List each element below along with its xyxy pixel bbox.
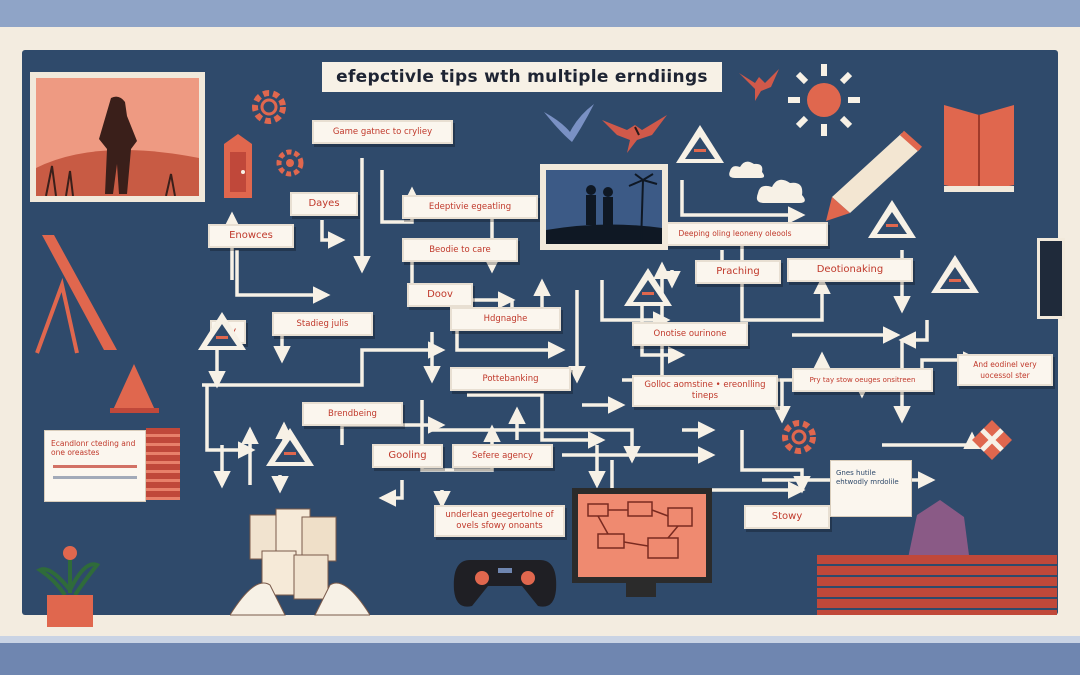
scene-screen xyxy=(540,164,668,250)
rock-icon xyxy=(907,500,970,563)
book-icon xyxy=(944,105,1014,192)
slide-icon xyxy=(35,235,117,354)
bottom-band-light xyxy=(0,636,1080,645)
gear-icon xyxy=(252,90,286,124)
node-onotise: Onotise ourinone xyxy=(632,322,748,346)
node-hdgna: Hdgnaghe xyxy=(450,307,561,331)
door-icon xyxy=(224,134,252,198)
pencil-icon xyxy=(826,130,922,221)
cloud-icon xyxy=(756,179,805,203)
top-band xyxy=(0,0,1080,27)
node-pry: Pry tay stow oeuges onsitreen xyxy=(792,368,933,392)
bottom-band xyxy=(0,643,1080,675)
dragon-icon xyxy=(602,115,667,153)
gamepad-icon xyxy=(453,560,557,607)
node-dayes: Dayes xyxy=(290,192,358,216)
gear-icon xyxy=(782,420,816,454)
open-book: Gnes hutile ehtwodly mrdolile xyxy=(830,460,912,517)
brick-wall xyxy=(817,555,1057,615)
info-card-text: Ecandlonr cteding and one oreastes xyxy=(51,439,136,457)
plant-icon xyxy=(36,546,101,627)
bird-icon xyxy=(544,104,594,142)
node-stading: Stadieg julis xyxy=(272,312,373,336)
dragon-icon xyxy=(739,69,779,101)
phone-icon xyxy=(1037,238,1065,319)
node-stowy: Stowy xyxy=(744,505,830,529)
branching-paths-board: efepctivle tips wth multiple erndiings G… xyxy=(22,50,1065,615)
silhouette-picture xyxy=(30,72,205,202)
node-praching: Praching xyxy=(695,260,781,284)
node-underlen: underlean geegertolne of ovels sfowy ono… xyxy=(434,505,565,537)
couple-silhouette-icon xyxy=(546,170,662,245)
node-gooling: Gooling xyxy=(372,444,443,468)
monitor-stand xyxy=(626,583,656,597)
node-and: And eodinel very uocessol ster xyxy=(957,354,1053,386)
gear-icon xyxy=(276,149,304,177)
node-beode: Beodie to care xyxy=(402,238,518,262)
warrior-silhouette-icon xyxy=(36,78,199,197)
node-edeptive: Edeptivie egeatling xyxy=(402,195,538,219)
pawn-icon xyxy=(110,364,159,413)
info-card: Ecandlonr cteding and one oreastes xyxy=(44,430,146,502)
node-doov: Doov xyxy=(407,283,473,307)
close-icon xyxy=(972,420,1012,460)
node-deotionaking: Deotionaking xyxy=(787,258,913,282)
node-brendbeing: Brendbeing xyxy=(302,402,403,426)
flowchart-monitor xyxy=(572,488,712,583)
node-game-genre: Game gatnec to cryliey xyxy=(312,120,453,144)
sun-icon xyxy=(788,64,860,136)
open-book-text: Gnes hutile ehtwodly mrdolile xyxy=(836,469,899,486)
page-title: efepctivle tips wth multiple erndiings xyxy=(322,62,722,92)
hands-holding-cards-icon xyxy=(230,508,370,616)
node-pottebanking: Pottebanking xyxy=(450,367,571,391)
node-sefere: Sefere agency xyxy=(452,444,553,468)
flowchart-icon xyxy=(578,494,706,577)
node-enowces: Enowces xyxy=(208,224,294,248)
node-deeping: Deeping oling leoneny oleools xyxy=(642,222,828,246)
card-stack-icon xyxy=(146,428,180,500)
node-golloc: Golloc aomstine • ereonlling tineps xyxy=(632,375,778,407)
cloud-icon xyxy=(729,161,765,178)
